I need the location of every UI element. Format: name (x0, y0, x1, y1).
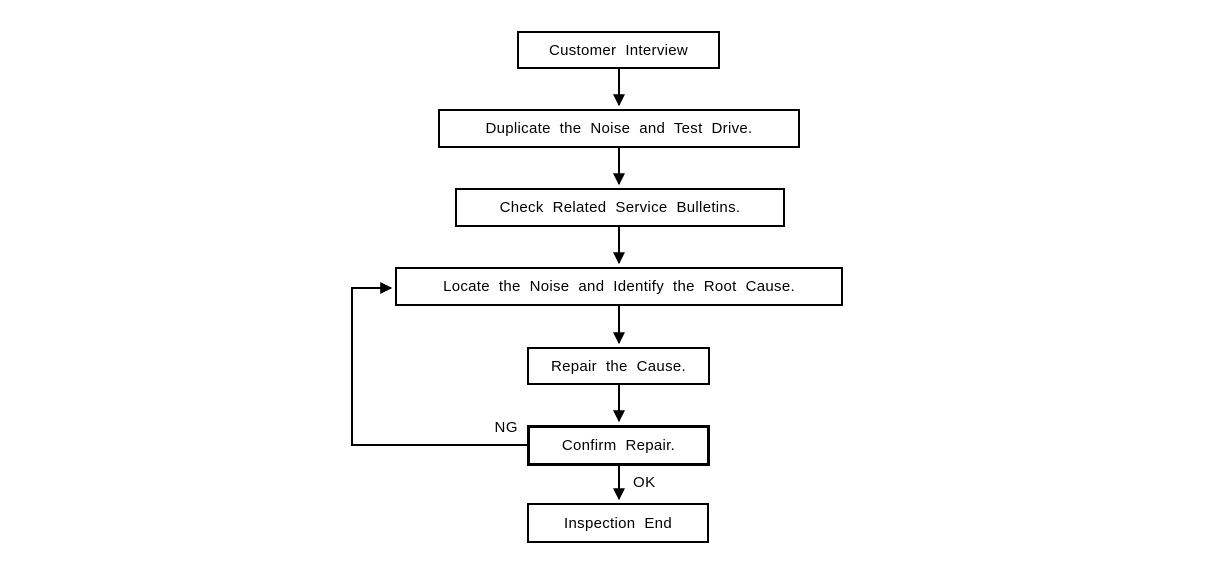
flow-node-duplicate-noise: Duplicate the Noise and Test Drive. (438, 109, 800, 148)
flow-node-confirm-repair: Confirm Repair. (527, 425, 710, 466)
flow-node-inspection-end: Inspection End (527, 503, 709, 543)
flow-node-label: Check Related Service Bulletins. (499, 199, 741, 216)
flow-node-repair-cause: Repair the Cause. (527, 347, 710, 385)
flow-node-label: Duplicate the Noise and Test Drive. (485, 120, 753, 137)
flow-node-locate-noise: Locate the Noise and Identify the Root C… (395, 267, 843, 306)
flow-node-label: Repair the Cause. (550, 357, 686, 375)
flow-node-label: Customer Interview (548, 41, 689, 59)
ng-loop-arrow (351, 282, 527, 446)
flow-node-label: Inspection End (564, 514, 672, 532)
edge-label-ok: OK (633, 474, 656, 491)
flow-node-label: Locate the Noise and Identify the Root C… (443, 278, 795, 295)
flow-node-check-bulletins: Check Related Service Bulletins. (455, 188, 785, 227)
flow-node-label: Confirm Repair. (561, 437, 676, 454)
flow-node-customer-interview: Customer Interview (517, 31, 720, 69)
edge-label-ng: NG (494, 419, 518, 436)
